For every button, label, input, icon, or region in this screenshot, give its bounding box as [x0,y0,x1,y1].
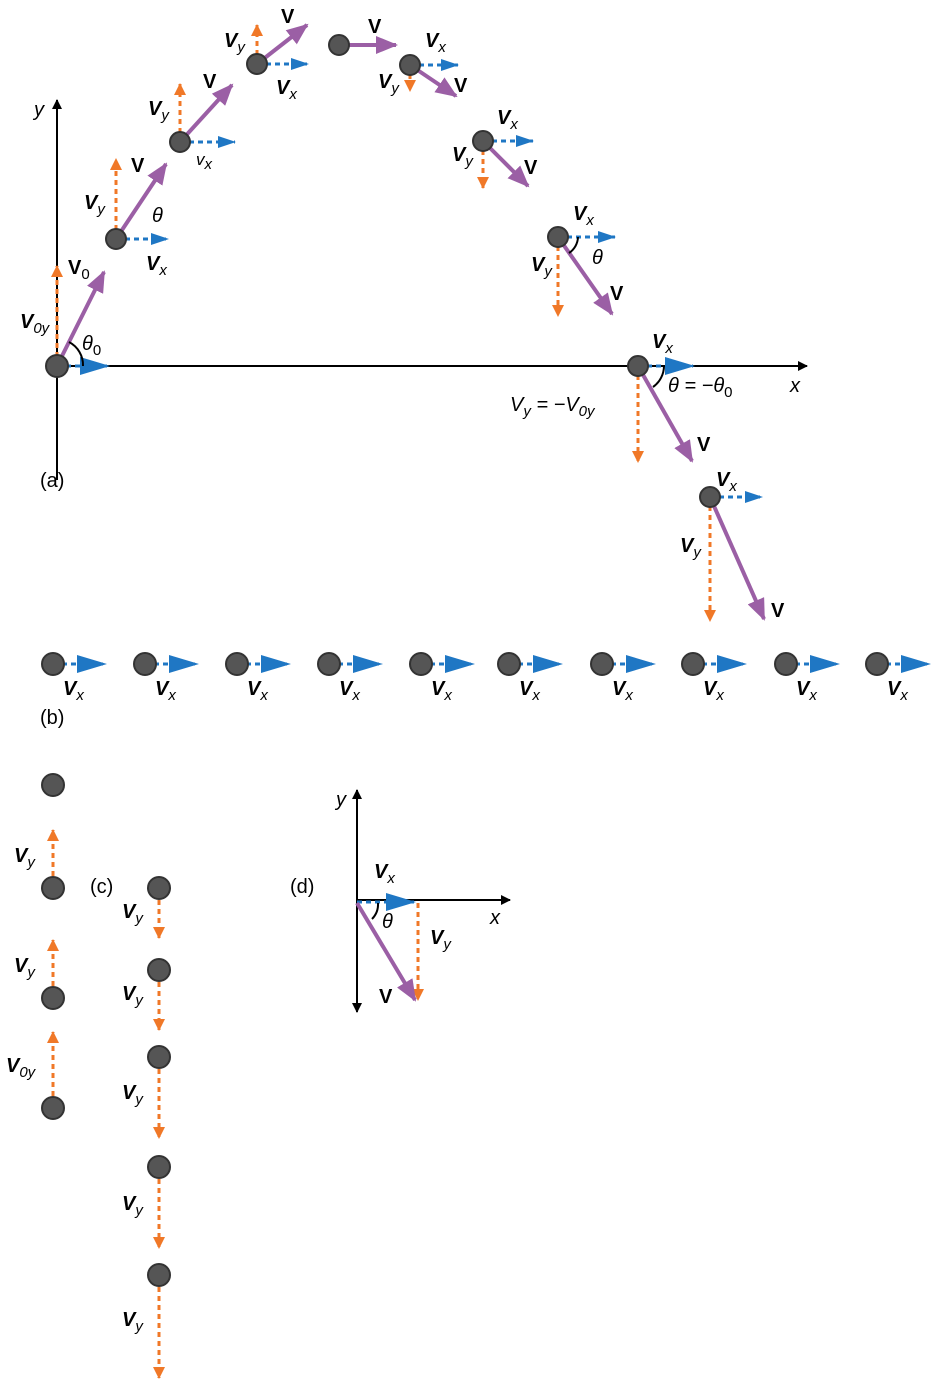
svg-text:Vx: Vx [374,861,395,887]
svg-text:V: V [697,434,711,456]
ball [133,652,157,676]
svg-text:V: V [524,157,538,179]
svg-text:Vy = −V0y: Vy = −V0y [510,394,596,420]
svg-text:Vx: Vx [276,77,297,103]
ball [147,1045,171,1069]
svg-text:Vx: Vx [425,30,446,56]
svg-text:V: V [610,283,624,305]
panel-b-label: (b) [40,707,64,729]
svg-text:Vx: Vx [716,469,737,495]
svg-text:Vy: Vy [84,192,106,218]
ball [147,1263,171,1287]
svg-text:Vx: Vx [497,107,518,133]
svg-text:Vy: Vy [122,1082,144,1108]
svg-text:Vy: Vy [531,254,553,280]
ball [41,773,65,797]
svg-text:Vy: Vy [122,1309,144,1335]
svg-text:V: V [281,6,295,28]
svg-text:Vy: Vy [122,1193,144,1219]
ball [547,226,569,248]
ball [41,652,65,676]
svg-text:Vx: Vx [573,203,594,229]
ball [774,652,798,676]
svg-text:Vy: Vy [122,983,144,1009]
svg-text:Vy: Vy [378,71,400,97]
svg-text:θ = −θ0: θ = −θ0 [668,375,733,401]
ball [409,652,433,676]
y-axis-label: y [32,99,45,121]
svg-text:V: V [771,600,785,622]
ball [41,876,65,900]
vx-label: Vx [155,678,176,704]
svg-text:Vy: Vy [430,927,452,953]
vx-label: Vx [612,678,633,704]
svg-text:θ: θ [592,247,603,269]
vx-label: Vx [703,678,724,704]
panel-b: Vx Vx Vx Vx Vx Vx Vx Vx Vx Vx [41,652,931,704]
panel-a-label: (a) [40,470,64,492]
ball [45,354,69,378]
ball [497,652,521,676]
ball [627,355,649,377]
ball [328,34,350,56]
vx-label: Vx [247,678,268,704]
svg-text:x: x [489,907,501,929]
svg-text:θ: θ [152,205,163,227]
svg-text:V0y: V0y [20,311,51,337]
svg-text:V: V [368,16,382,38]
ball [105,228,127,250]
ball [225,652,249,676]
svg-text:Vy: Vy [122,901,144,927]
vx-label: Vx [796,678,817,704]
svg-text:Vy: Vy [452,144,474,170]
ball [147,876,171,900]
svg-text:θ: θ [382,911,393,933]
svg-text:θ0: θ0 [82,333,101,359]
panel-c: (c) Vy Vy V0y Vy Vy Vy Vy Vy [6,773,171,1379]
svg-text:Vy: Vy [148,98,170,124]
ball [169,131,191,153]
svg-text:Vy: Vy [224,30,246,56]
ball [41,1096,65,1120]
svg-text:V: V [454,75,468,97]
svg-text:Vx: Vx [652,331,673,357]
svg-text:y: y [334,789,347,811]
svg-text:Vx: Vx [146,253,167,279]
svg-text:Vy: Vy [14,955,36,981]
svg-text:vx: vx [196,150,213,173]
ball [472,130,494,152]
x-axis-label: x [789,375,801,397]
svg-text:V0y: V0y [6,1055,37,1081]
ball [681,652,705,676]
ball [399,54,421,76]
svg-text:V0: V0 [68,257,90,283]
vx-label: Vx [339,678,360,704]
ball [317,652,341,676]
panel-d-label: (d) [290,876,314,898]
ball [590,652,614,676]
svg-text:V: V [131,155,145,177]
vx-label: Vx [519,678,540,704]
svg-text:V: V [203,71,217,93]
panel-a: y x (a) V0y V0 θ0 Vy V θ Vx Vy V vx Vy [20,6,808,622]
svg-text:Vy: Vy [680,535,702,561]
ball [147,1155,171,1179]
svg-text:V: V [379,986,393,1008]
panel-c-label: (c) [90,876,113,898]
ball [699,486,721,508]
vx-label: Vx [887,678,908,704]
ball [41,986,65,1010]
vx-label: Vx [431,678,452,704]
ball [246,53,268,75]
ball [865,652,889,676]
svg-text:Vy: Vy [14,845,36,871]
vx-label: Vx [63,678,84,704]
ball [147,958,171,982]
panel-d: (d) y x Vx θ Vy V [290,789,511,1013]
